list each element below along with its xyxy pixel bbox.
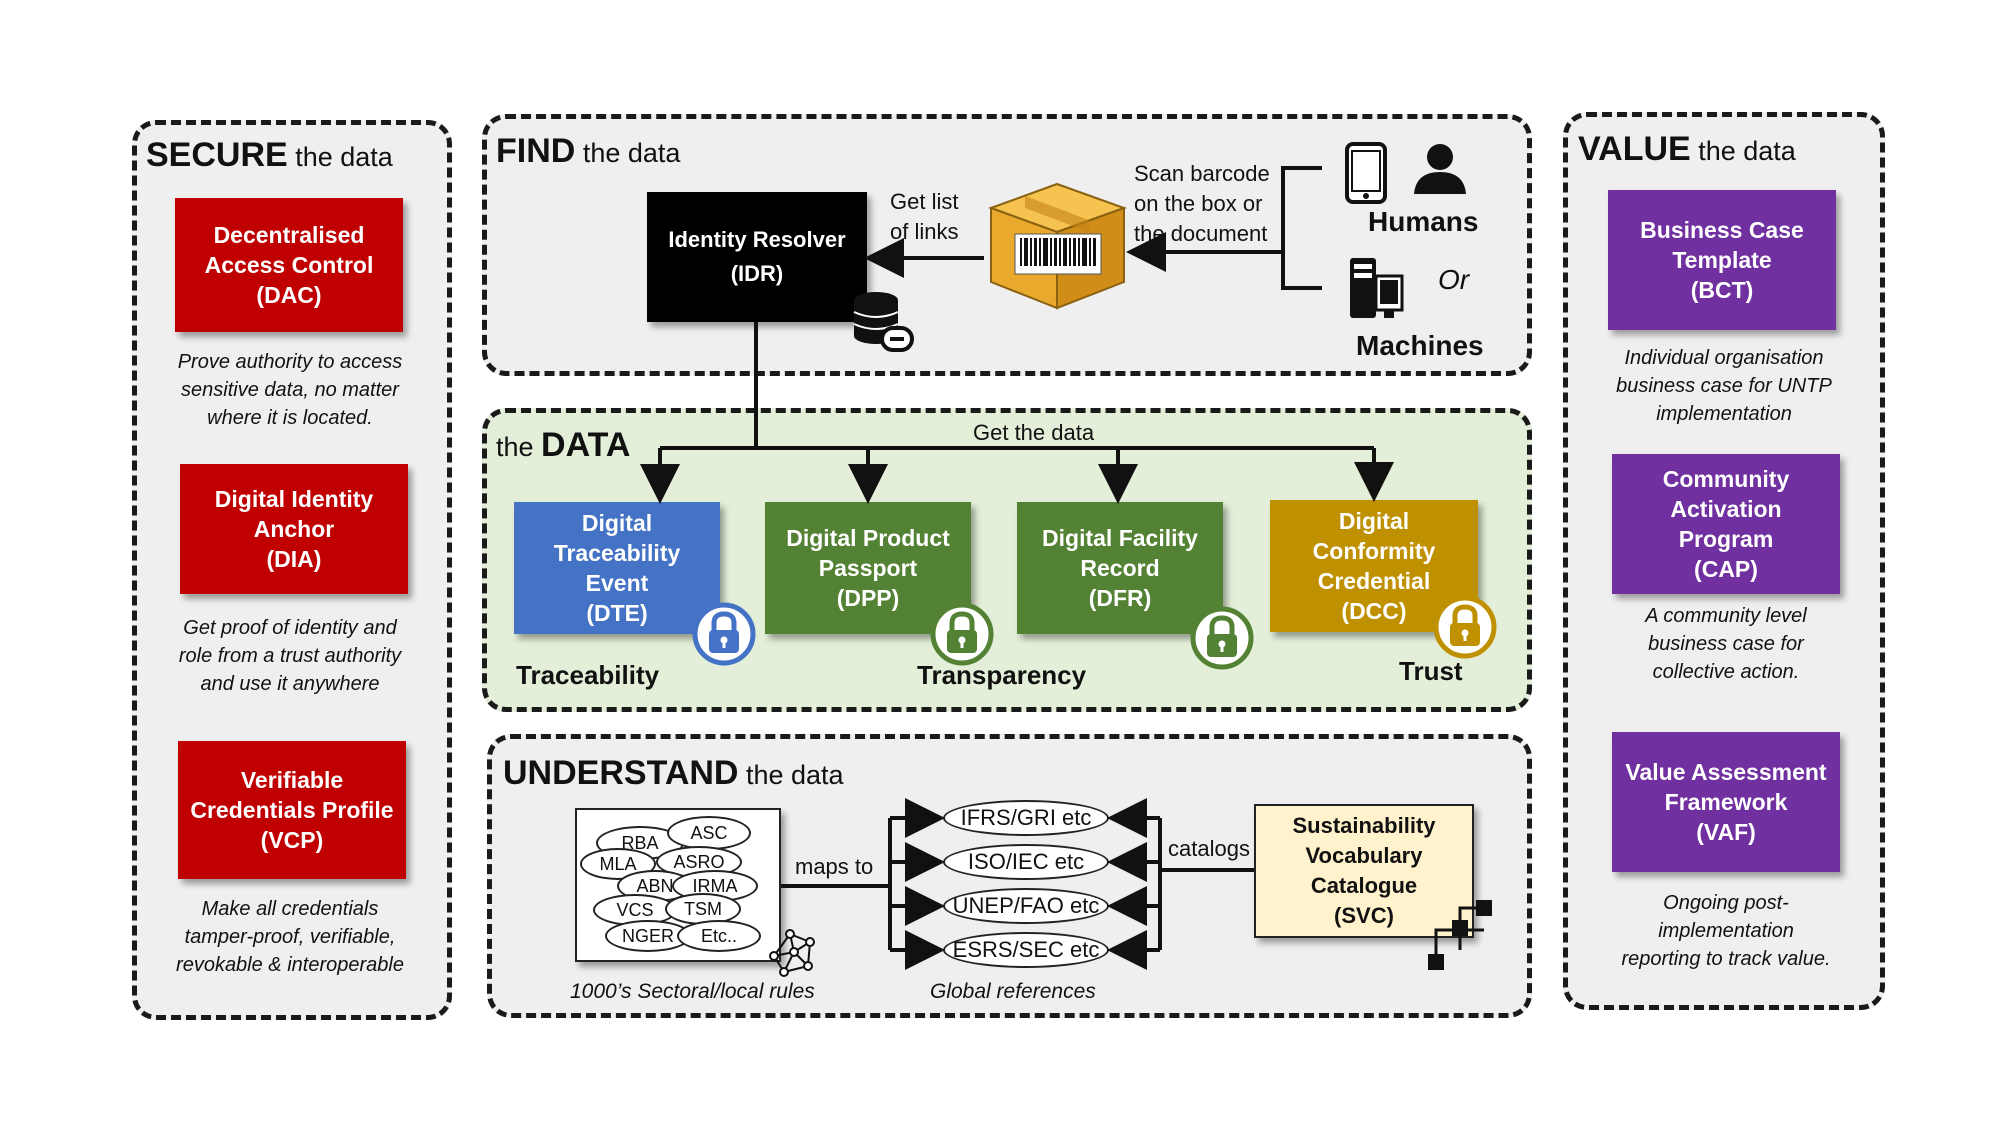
trust-label: Trust (1399, 656, 1463, 686)
bct-box: Business Case Template (BCT) (1608, 190, 1836, 330)
transparency-label: Transparency (917, 660, 1087, 690)
find-title: FIND the data (496, 132, 681, 170)
padlock-icon (692, 602, 756, 666)
dpp-box: Digital Product Passport (DPP) (765, 502, 971, 634)
dac-box: Decentralised Access Control (DAC) (175, 198, 403, 332)
smartphone-icon (1345, 142, 1387, 204)
network-icon (769, 929, 815, 977)
humans-label: Humans (1368, 206, 1479, 237)
vaf-box: Value Assessment Framework (VAF) (1612, 732, 1840, 872)
database-link-icon (853, 292, 914, 352)
hierarchy-icon (1428, 900, 1492, 970)
dfr-box: Digital Facility Record (DFR) (1017, 502, 1223, 634)
dac-description: Prove authority to access sensitive data… (177, 351, 403, 429)
refs-caption: Global references (930, 980, 1096, 1003)
ref-oval: ISO/IEC etc (943, 844, 1109, 880)
dia-box: Digital Identity Anchor (DIA) (180, 464, 408, 594)
bct-description: Individual organisation business case fo… (1616, 347, 1832, 425)
ref-oval: ESRS/SEC etc (943, 932, 1109, 968)
padlock-icon (930, 602, 994, 666)
padlock-icon (1433, 595, 1497, 659)
svc-box: Sustainability Vocabulary Catalogue (SVC… (1254, 804, 1474, 938)
catalogs-label: catalogs (1168, 836, 1250, 861)
padlock-icon (1190, 606, 1254, 670)
cap-description: A community level business case for coll… (1645, 605, 1807, 683)
understand-title: UNDERSTAND the data (503, 754, 844, 792)
rule-oval: NGER (605, 920, 691, 952)
scan-label: Scan barcode on the box or the document (1134, 161, 1270, 246)
barcode-box-icon (988, 182, 1127, 310)
data-title: the DATA (496, 426, 631, 464)
cap-box: Community Activation Program (CAP) (1612, 454, 1840, 594)
dia-description: Get proof of identity and role from a tr… (178, 617, 402, 695)
maps-to-label: maps to (795, 854, 874, 879)
value-title: VALUE the data (1578, 130, 1796, 168)
idr-box: Identity Resolver (IDR) (647, 192, 867, 322)
secure-title: SECURE the data (146, 136, 393, 174)
ref-oval: UNEP/FAO etc (943, 888, 1109, 924)
vcp-description: Make all credentials tamper-proof, verif… (176, 898, 404, 976)
rules-caption: 1000’s Sectoral/local rules (570, 980, 815, 1003)
traceability-label: Traceability (516, 660, 660, 690)
machines-label: Machines (1356, 330, 1484, 361)
dte-box: Digital Traceability Event (DTE) (514, 502, 720, 634)
get-data-label: Get the data (973, 420, 1095, 445)
rule-oval: Etc.. (677, 920, 761, 952)
vcp-box: Verifiable Credentials Profile (VCP) (178, 741, 406, 879)
vaf-description: Ongoing post- implementation reporting t… (1621, 892, 1831, 970)
or-label: Or (1438, 264, 1470, 295)
ref-oval: IFRS/GRI etc (943, 800, 1109, 836)
person-icon (1414, 144, 1466, 194)
computer-icon (1350, 258, 1404, 318)
get-list-label: Get list of links (890, 189, 959, 244)
